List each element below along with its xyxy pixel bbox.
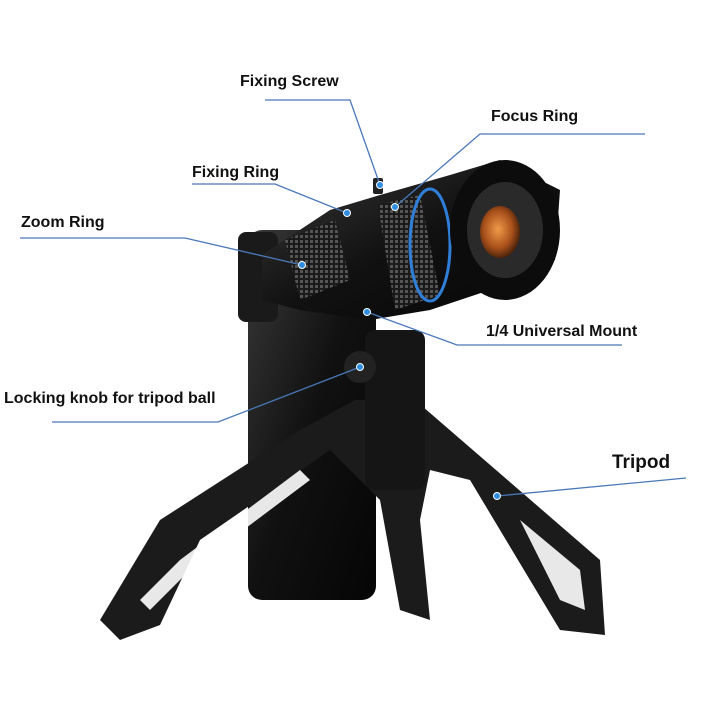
leader-locking-knob xyxy=(52,366,361,423)
telephoto-lens xyxy=(262,160,560,320)
label-fixing-screw: Fixing Screw xyxy=(240,73,339,90)
label-focus-ring: Focus Ring xyxy=(491,108,579,125)
leader-focus-ring xyxy=(394,133,645,208)
callout-dots xyxy=(298,181,501,500)
leader-lines xyxy=(20,99,687,497)
leader-universal-mount xyxy=(366,311,622,346)
leader-fixing-screw xyxy=(265,99,381,186)
tripod xyxy=(100,330,605,640)
label-fixing-ring: Fixing Ring xyxy=(192,164,280,181)
leader-tripod xyxy=(496,477,687,497)
label-tripod: Tripod xyxy=(612,452,671,473)
leader-fixing-ring xyxy=(192,183,348,214)
label-locking-knob: Locking knob for tripod ball xyxy=(4,390,216,407)
label-universal-mount: 1/4 Universal Mount xyxy=(486,323,638,340)
leader-zoom-ring xyxy=(20,237,303,266)
label-zoom-ring: Zoom Ring xyxy=(21,214,105,231)
